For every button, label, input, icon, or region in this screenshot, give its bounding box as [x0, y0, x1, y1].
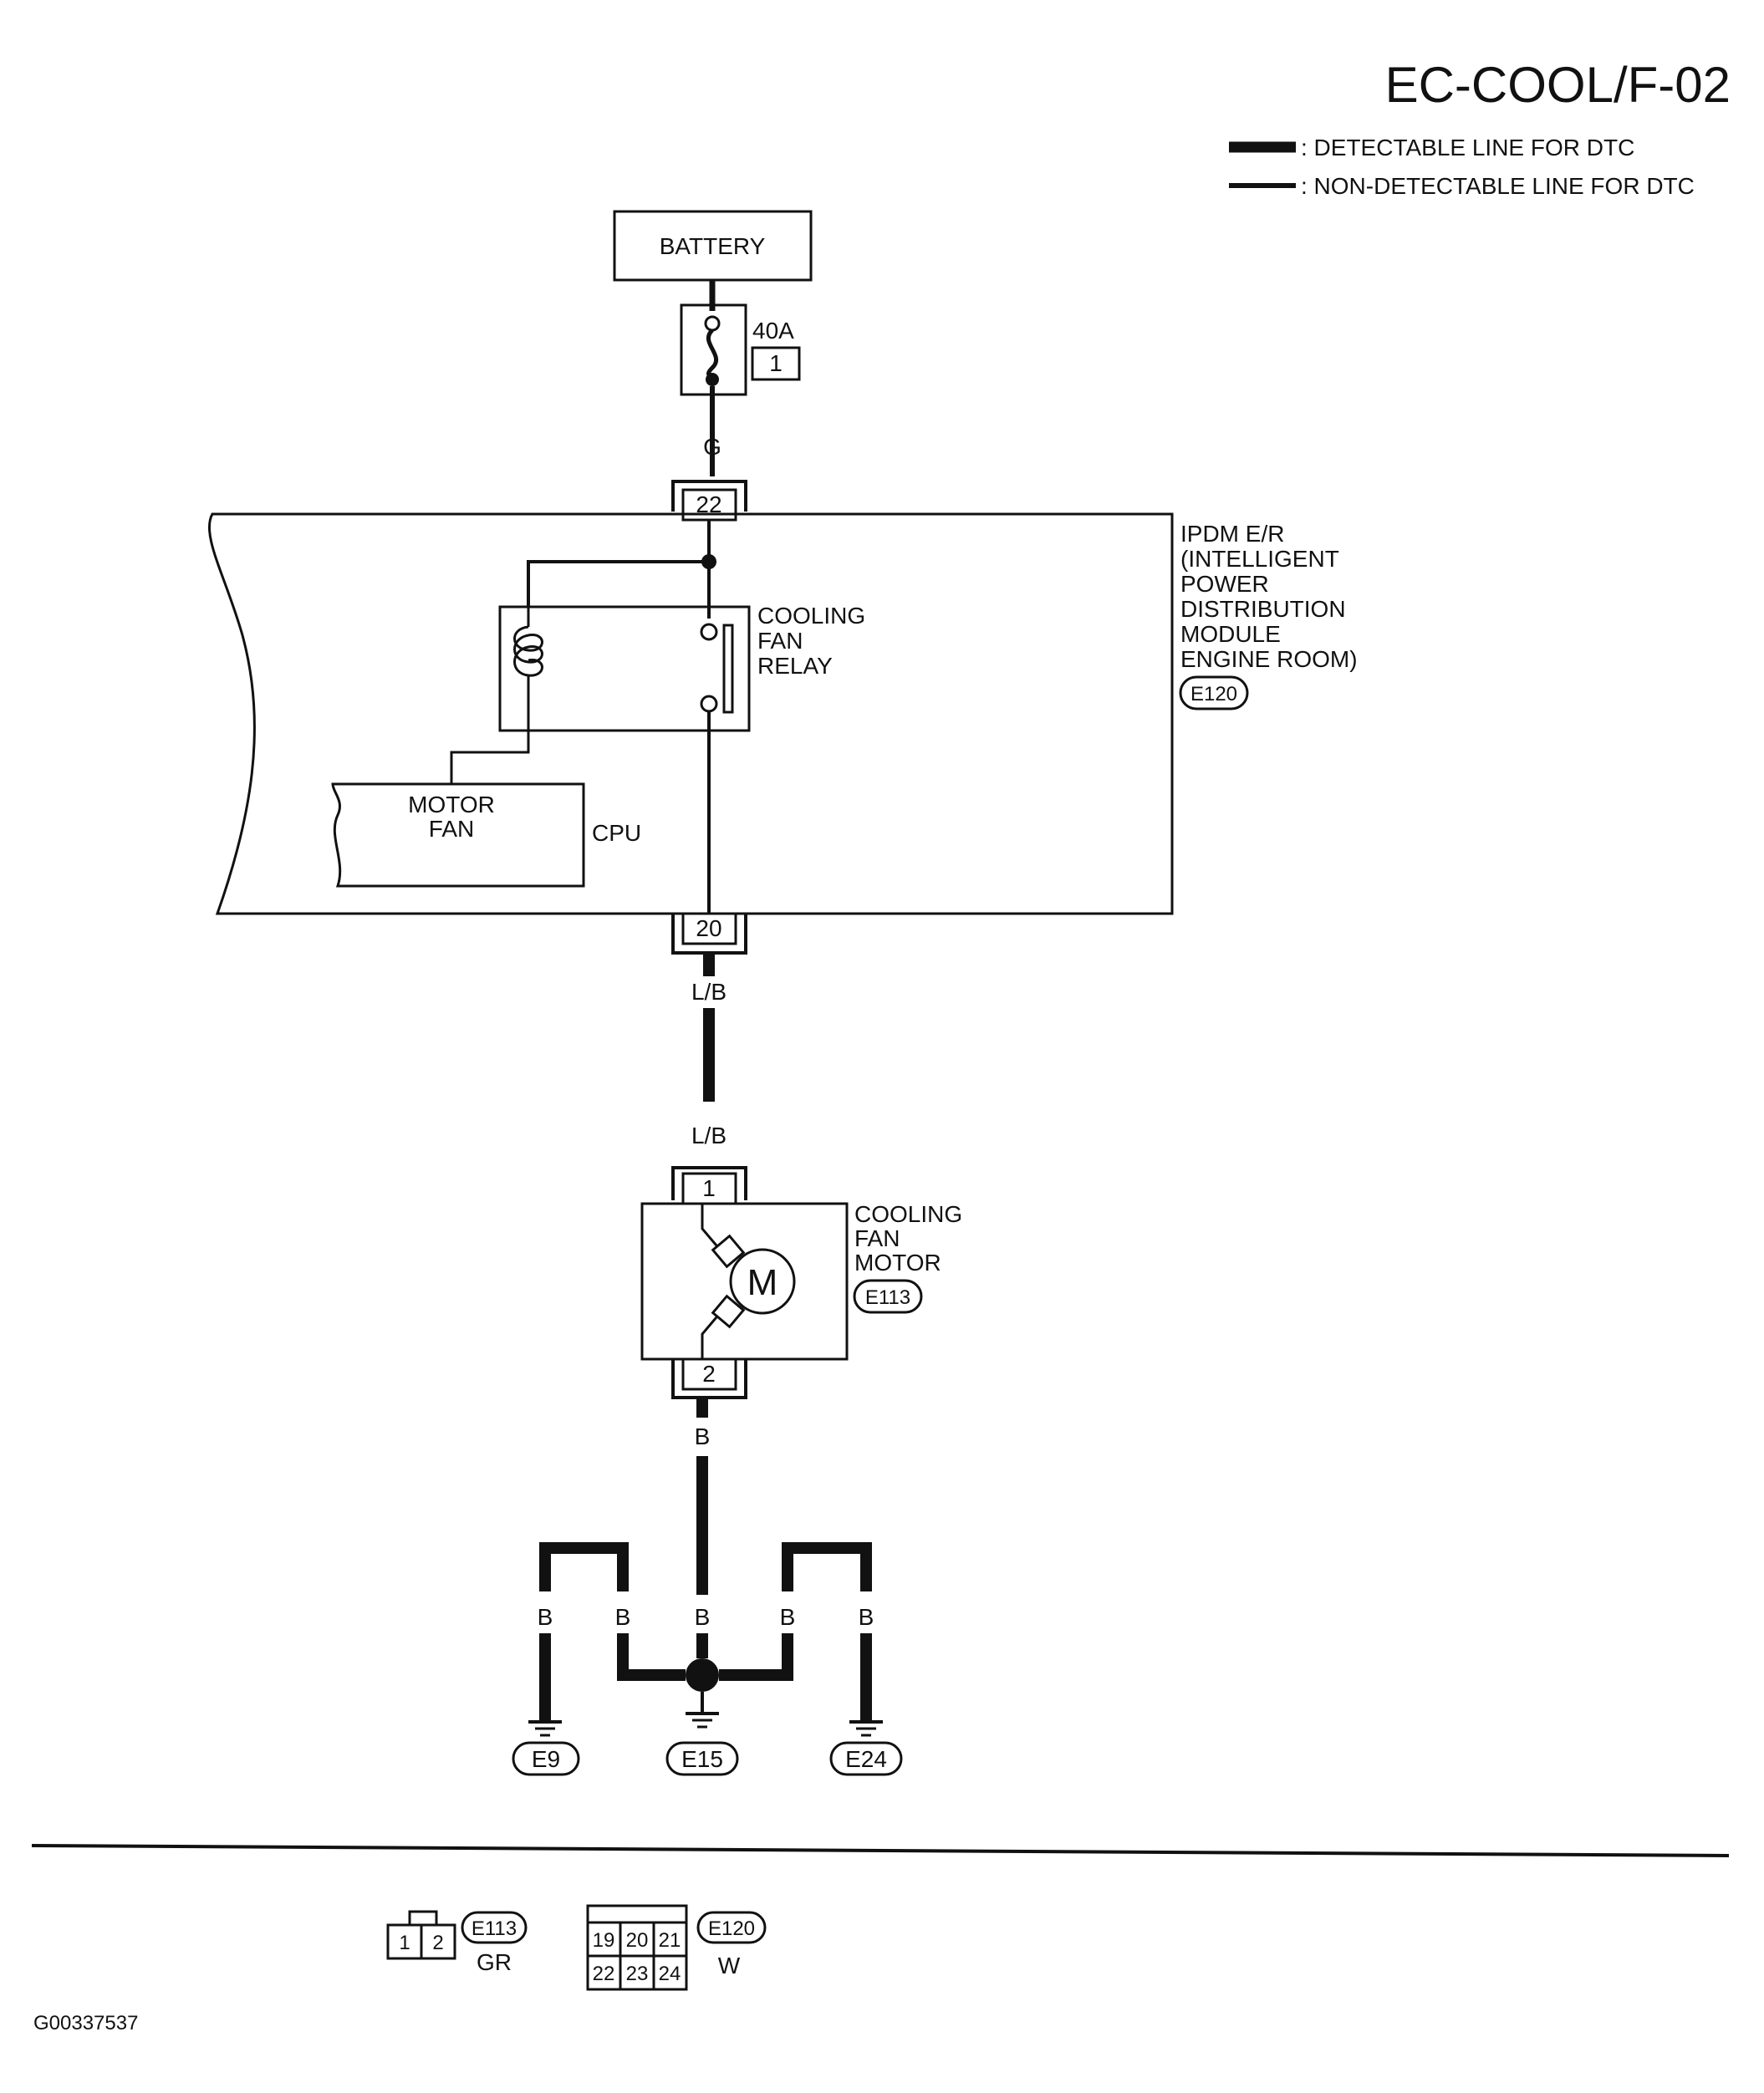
fuse-number: 1: [769, 350, 783, 376]
svg-text:GR: GR: [477, 1949, 512, 1975]
svg-text:DISTRIBUTION: DISTRIBUTION: [1180, 596, 1346, 622]
motor-symbol-circle: [729, 1248, 796, 1315]
svg-text:FAN: FAN: [757, 628, 803, 654]
ipdm-module-outline: [207, 512, 1174, 915]
connector-view-e113: 1 2 E113 GR: [386, 1910, 528, 1975]
svg-text:E120: E120: [1190, 683, 1237, 705]
cooling-fan-relay: COOLING FAN RELAY: [498, 603, 865, 732]
ipdm-name: IPDM E/R (INTELLIGENT POWER DISTRIBUTION…: [1179, 521, 1358, 710]
battery: BATTERY: [613, 210, 813, 282]
svg-text:B: B: [695, 1604, 711, 1630]
ground-symbol-e15: [686, 1712, 719, 1729]
svg-text:B: B: [538, 1604, 553, 1630]
svg-text:24: 24: [659, 1963, 681, 1985]
legend-detectable-text: : DETECTABLE LINE FOR DTC: [1301, 135, 1634, 160]
svg-text:E24: E24: [845, 1746, 887, 1772]
ground-badge-e15: [665, 1741, 739, 1776]
fuse-number-box: [751, 346, 801, 381]
cpu-block: MOTOR FAN CPU: [331, 782, 641, 888]
page-code: EC-COOL/F-02: [1385, 57, 1731, 113]
svg-text:FAN: FAN: [854, 1225, 900, 1251]
ground-badge-e9: [512, 1741, 580, 1776]
svg-text:POWER: POWER: [1180, 571, 1269, 597]
cooling-fan-motor: M COOLING FAN MOTOR E113: [640, 1201, 962, 1361]
svg-text:23: 23: [626, 1963, 649, 1985]
svg-text:2: 2: [432, 1932, 443, 1954]
svg-text:21: 21: [659, 1929, 681, 1952]
svg-text:(INTELLIGENT: (INTELLIGENT: [1180, 546, 1339, 572]
wire-color-lb-bottom: L/B: [691, 1123, 727, 1148]
svg-text:MOTOR: MOTOR: [408, 792, 495, 817]
cpu-label: CPU: [592, 820, 641, 846]
svg-text:ENGINE ROOM): ENGINE ROOM): [1180, 646, 1358, 672]
svg-text:MODULE: MODULE: [1180, 621, 1281, 647]
svg-text:2: 2: [702, 1361, 716, 1387]
svg-text:20: 20: [696, 915, 721, 941]
svg-text:COOLING: COOLING: [854, 1201, 962, 1227]
wire-color-g: G: [703, 434, 721, 460]
svg-text:E9: E9: [532, 1746, 560, 1772]
figure-id: G00337537: [33, 2012, 138, 2034]
wire-color-lb-top: L/B: [691, 979, 727, 1005]
svg-text:E113: E113: [865, 1286, 910, 1309]
ipdm-pin-20: 20: [671, 912, 747, 955]
ground-badge-e24: [829, 1741, 903, 1776]
svg-text:B: B: [859, 1604, 874, 1630]
svg-text:RELAY: RELAY: [757, 653, 833, 679]
svg-text:E113: E113: [472, 1917, 517, 1940]
ground-symbol-e9: [528, 1720, 562, 1737]
svg-text:E120: E120: [708, 1917, 755, 1940]
ipdm-connector-badge: [1179, 675, 1249, 710]
wire-color-b-main: B: [695, 1423, 711, 1449]
svg-text:1: 1: [702, 1175, 716, 1201]
fuse: 40A 1: [680, 303, 801, 396]
svg-text:20: 20: [626, 1929, 649, 1952]
svg-text:COOLING: COOLING: [757, 603, 865, 629]
legend-non-detectable-text: : NON-DETECTABLE LINE FOR DTC: [1301, 173, 1695, 199]
battery-label: BATTERY: [660, 233, 766, 259]
svg-text:19: 19: [593, 1929, 615, 1952]
motor-connector-badge: [853, 1279, 923, 1314]
svg-text:FAN: FAN: [429, 816, 474, 842]
svg-text:IPDM E/R: IPDM E/R: [1180, 521, 1284, 547]
svg-text:22: 22: [593, 1963, 615, 1985]
separator-line: [31, 1844, 1730, 1857]
svg-text:MOTOR: MOTOR: [854, 1250, 941, 1276]
legend: : DETECTABLE LINE FOR DTC : NON-DETECTAB…: [1229, 135, 1695, 199]
relay-box: [498, 605, 751, 732]
ground-symbol-e24: [849, 1720, 883, 1737]
motor-pin-1: 1: [671, 1166, 747, 1205]
svg-text:E15: E15: [681, 1746, 723, 1772]
svg-text:B: B: [780, 1604, 796, 1630]
svg-text:B: B: [615, 1604, 631, 1630]
motor-pin-2: 2: [671, 1357, 747, 1399]
connector-view-e120: 19 20 21 22 23 24 E120 W: [586, 1904, 767, 1991]
fuse-rating: 40A: [752, 318, 794, 344]
svg-text:1: 1: [399, 1932, 410, 1954]
ground-network: B B B B B E9 E15: [512, 1542, 903, 1776]
svg-text:W: W: [718, 1953, 741, 1978]
motor-symbol: M: [747, 1262, 778, 1303]
